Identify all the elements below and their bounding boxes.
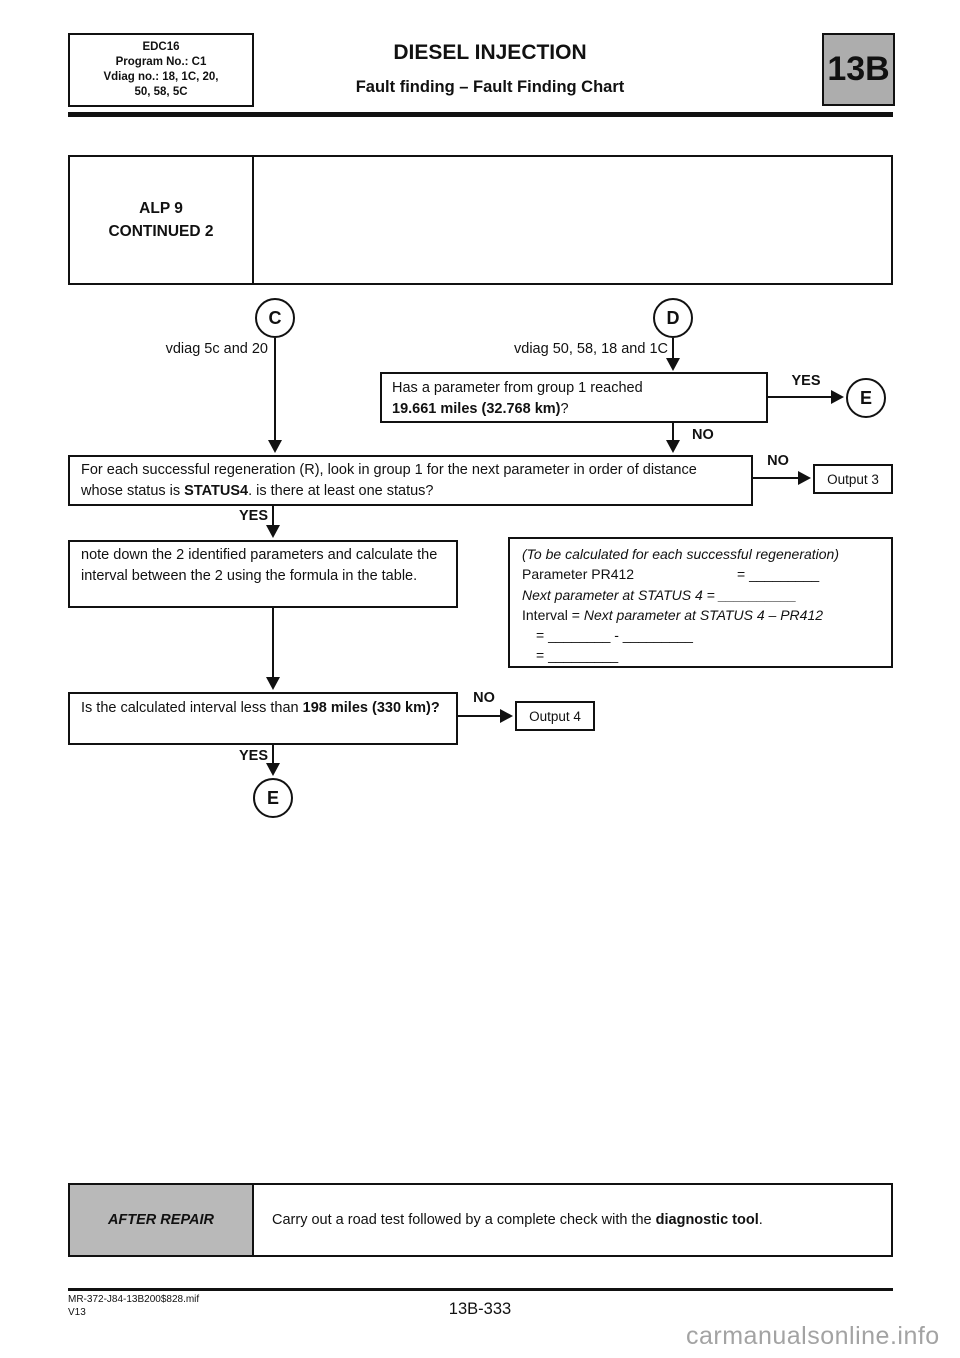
line-q3-yes <box>272 745 274 764</box>
calc-line2-eq: = _________ <box>737 566 820 583</box>
connector-e-bottom: E <box>253 778 293 818</box>
header-info-line3: Vdiag no.: 18, 1C, 20, <box>103 71 219 83</box>
alp-line1: ALP 9 <box>139 199 183 217</box>
q2-text-post: . is there at least one status? <box>248 482 434 499</box>
page-number: 13B-333 <box>448 1300 512 1318</box>
connector-d: D <box>653 298 693 338</box>
after-repair-text-bold: diagnostic tool <box>655 1211 759 1228</box>
arrowhead-q3-no <box>500 709 513 723</box>
arrowhead-q1-no <box>666 440 680 453</box>
note-box: note down the 2 identified parameters an… <box>68 540 458 608</box>
page-subtitle: Fault finding – Fault Finding Chart <box>355 78 625 96</box>
q3-bold1: 198 miles <box>302 700 368 716</box>
line-note-down <box>272 608 274 678</box>
line-q2-yes <box>272 506 274 526</box>
watermark: carmanualsonline.info <box>686 1322 940 1350</box>
line-q2-no <box>753 477 798 479</box>
connector-c: C <box>255 298 295 338</box>
section-code-badge: 13B <box>822 33 895 106</box>
no-label-q2: NO <box>767 453 789 469</box>
footer-reference: MR-372-J84-13B200$828.mif <box>68 1294 200 1305</box>
header-rule <box>68 112 893 117</box>
output3-box: Output 3 <box>813 464 893 494</box>
arrowhead-q2-no <box>798 471 811 485</box>
arrowhead-c-down <box>268 440 282 453</box>
calc-line4: Interval = Next parameter at STATUS 4 – … <box>522 605 879 625</box>
calc-box: (To be calculated for each successful re… <box>508 537 893 668</box>
alp-line2: CONTINUED 2 <box>108 223 214 240</box>
no-label-q3: NO <box>473 690 495 706</box>
q3-text-pre: Is the calculated interval less than <box>81 700 303 716</box>
calc-line5: = ________ - _________ <box>536 627 693 644</box>
after-repair-text-pre: Carry out a road test followed by a comp… <box>272 1211 656 1228</box>
after-repair-label-cell: AFTER REPAIR <box>70 1185 254 1255</box>
line-d-down <box>672 338 674 359</box>
calc-line3: Next parameter at STATUS 4 = __________ <box>522 586 797 603</box>
calc-line1: (To be calculated for each successful re… <box>522 546 839 562</box>
after-repair-text-cell: Carry out a road test followed by a comp… <box>254 1185 891 1255</box>
yes-label-q3: YES <box>238 748 268 764</box>
after-repair-table: AFTER REPAIR Carry out a road test follo… <box>68 1183 893 1257</box>
q1-text: Has a parameter from group 1 reached <box>392 380 643 396</box>
question-box-1: Has a parameter from group 1 reached 19.… <box>380 372 768 423</box>
arrowhead-d-down <box>666 358 680 371</box>
arrowhead-q3-yes <box>266 763 280 776</box>
after-repair-text-post: . <box>758 1211 763 1228</box>
footer-rule <box>68 1288 893 1291</box>
calc-line4-italic: Next parameter at STATUS 4 – PR412 <box>583 606 824 623</box>
arrowhead-q1-yes <box>831 390 844 404</box>
q3-bold2: (330 km)? <box>372 700 440 716</box>
output4-box: Output 4 <box>515 701 595 731</box>
alp-label-cell: ALP 9 CONTINUED 2 <box>70 157 254 283</box>
header-info-line2: Program No.: C1 <box>115 55 207 68</box>
question-box-3: Is the calculated interval less than 198… <box>68 692 458 745</box>
alp-table: ALP 9 CONTINUED 2 <box>68 155 893 285</box>
q2-text-pre: For each successful regeneration (R), lo… <box>81 462 697 499</box>
line-q1-yes <box>768 396 831 398</box>
header-info-line1: EDC16 <box>142 40 180 53</box>
yes-label-q1: YES <box>791 373 821 389</box>
arrowhead-note-down <box>266 677 280 690</box>
line-q3-no <box>458 715 502 717</box>
line-q1-no <box>672 423 674 441</box>
header-info-box: EDC16 Program No.: C1 Vdiag no.: 18, 1C,… <box>68 33 254 107</box>
calc-line4-pre: Interval = <box>522 606 584 623</box>
calc-line2: Parameter PR412 = _________ <box>522 564 879 584</box>
yes-label-q2: YES <box>238 508 268 524</box>
footer-version: V13 <box>68 1307 86 1318</box>
calc-line6: = _________ <box>536 647 619 664</box>
no-label-q1: NO <box>692 427 714 443</box>
vdiag-left-label: vdiag 5c and 20 <box>165 341 268 357</box>
vdiag-right-label: vdiag 50, 58, 18 and 1C <box>514 341 668 357</box>
connector-e-top: E <box>846 378 886 418</box>
arrowhead-q2-yes <box>266 525 280 538</box>
header-info-line4: 50, 58, 5C <box>134 86 188 99</box>
line-c-down <box>274 338 276 441</box>
question-box-2: For each successful regeneration (R), lo… <box>68 455 753 506</box>
q2-bold: STATUS4 <box>184 482 249 499</box>
q1-bold: 19.661 miles (32.768 km) <box>392 400 561 417</box>
page-title: DIESEL INJECTION <box>393 41 587 64</box>
q1-suffix: ? <box>560 400 569 417</box>
calc-line2-label: Parameter PR412 <box>522 566 635 583</box>
